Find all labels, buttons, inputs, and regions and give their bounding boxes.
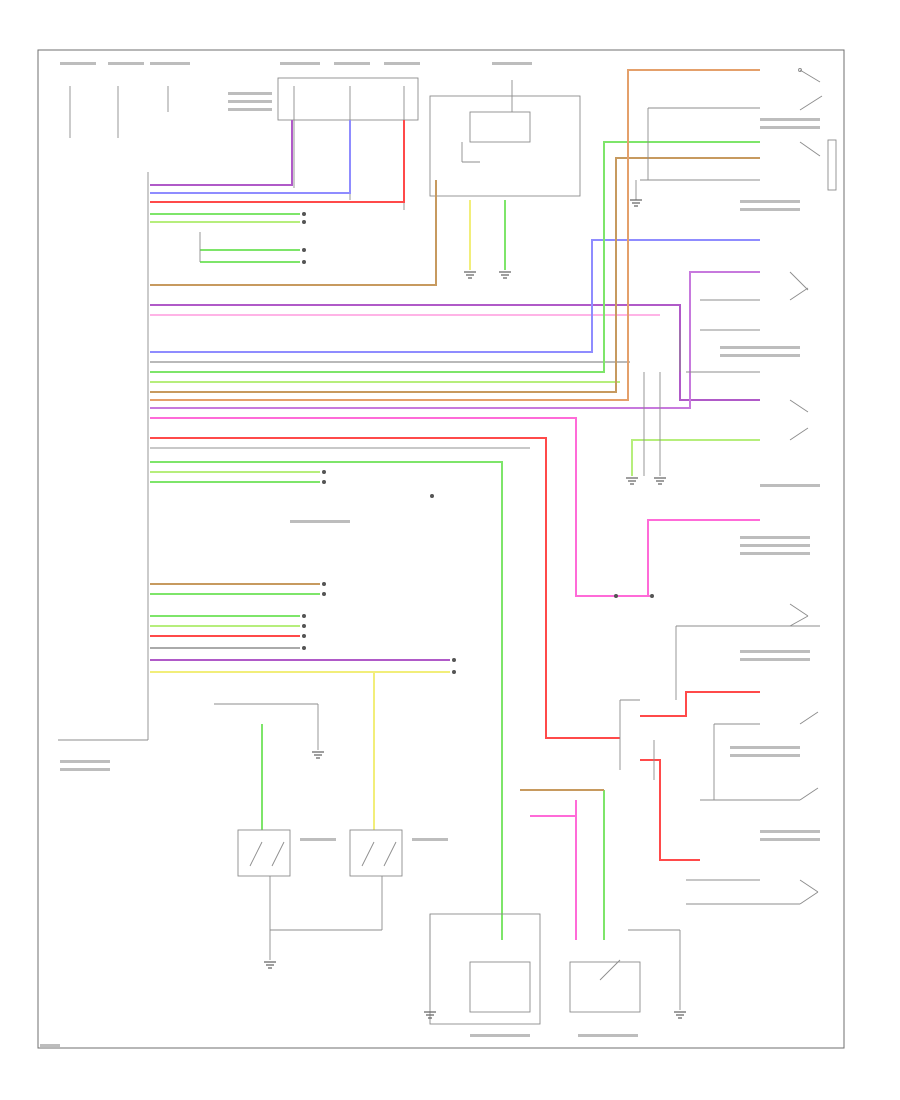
fuse-block-group [69,77,581,210]
wire-brown [150,180,437,286]
diagram-frame [37,49,845,1049]
wire-red-right2 [640,759,700,861]
ground-symbols [264,199,686,1019]
wire-violet-top [150,120,293,186]
wire-violet-lower [150,271,760,409]
gray-lines [199,107,820,905]
wire-pink-right [647,519,760,596]
wire-brown-mid [150,157,760,393]
wire-green-mid [150,141,760,373]
wire-red-top [150,120,405,203]
wire-lgreen-right [631,439,760,476]
main-harness [58,172,149,741]
wire-pink-low [150,417,650,597]
connector-terminals [302,212,654,674]
wire-blue-mid [150,239,760,353]
bottom-components [214,703,681,1025]
wire-orange-mid [150,69,760,401]
wire-green-low [150,461,503,940]
wire-blue-top [150,120,351,194]
wire-red-low [150,437,620,739]
wire-layer [150,69,760,940]
wire-red-right [640,691,760,717]
right-switches [789,68,837,905]
label-blocks [40,62,820,1047]
